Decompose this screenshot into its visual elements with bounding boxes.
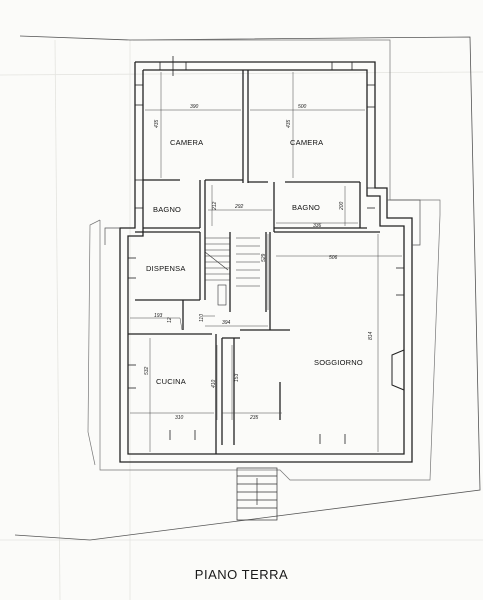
dim-cucina-depth: 532 bbox=[144, 366, 150, 375]
dim-hall-bottom-width: 235 bbox=[249, 415, 259, 421]
room-label-camera-left: CAMERA bbox=[170, 138, 203, 147]
entrance-steps bbox=[236, 467, 278, 521]
dim-stair-depth: 529 bbox=[261, 253, 267, 262]
interior-walls bbox=[128, 70, 380, 454]
room-labels: CAMERA CAMERA BAGNO BAGNO DISPENSA CUCIN… bbox=[146, 138, 363, 386]
dim-small-b: 110 bbox=[199, 314, 205, 322]
fireplace bbox=[391, 349, 405, 391]
dim-camera-right-width: 500 bbox=[298, 104, 307, 110]
plan-caption: PIANO TERRA bbox=[194, 567, 289, 582]
dim-camera-right-depth: 435 bbox=[286, 119, 292, 128]
dim-small-a: 12 bbox=[167, 317, 173, 323]
room-label-soggiorno: SOGGIORNO bbox=[314, 358, 363, 367]
dim-cucina-width: 310 bbox=[175, 415, 184, 421]
dim-soggiorno-depth: 814 bbox=[368, 331, 374, 340]
dim-camera-left-depth: 435 bbox=[154, 119, 160, 128]
dim-hall-depth: 153 bbox=[234, 373, 240, 382]
room-label-bagno-left: BAGNO bbox=[153, 205, 181, 214]
dim-bagno-left-depth: 212 bbox=[212, 201, 218, 211]
terrace-outline bbox=[104, 199, 421, 246]
dim-soggiorno-width: 506 bbox=[329, 255, 338, 261]
outer-walls bbox=[119, 61, 413, 463]
dim-dispensa-width: 193 bbox=[154, 313, 163, 319]
site-boundary-left bbox=[87, 219, 101, 466]
room-label-dispensa: DISPENSA bbox=[146, 264, 186, 273]
room-label-bagno-right: BAGNO bbox=[292, 203, 320, 212]
sheet-border bbox=[14, 35, 481, 541]
windows bbox=[128, 56, 404, 444]
dim-camera-left-width: 390 bbox=[190, 104, 199, 110]
paper-fold-lines bbox=[0, 39, 483, 601]
staircase bbox=[204, 237, 260, 306]
dim-kitchen-inner-depth: 410 bbox=[211, 379, 217, 388]
dim-bagno-right-depth: 200 bbox=[339, 201, 345, 211]
room-label-cucina: CUCINA bbox=[156, 377, 186, 386]
room-label-camera-right: CAMERA bbox=[290, 138, 323, 147]
dim-bagno-right-width: 336 bbox=[313, 223, 322, 229]
dim-corridor-width: 292 bbox=[234, 204, 244, 210]
dim-hall-width: 394 bbox=[222, 320, 231, 326]
site-boundary bbox=[99, 39, 441, 481]
dimension-values: 390 500 435 435 212 292 200 336 506 529 … bbox=[144, 104, 374, 421]
dimension-lines bbox=[130, 72, 402, 452]
